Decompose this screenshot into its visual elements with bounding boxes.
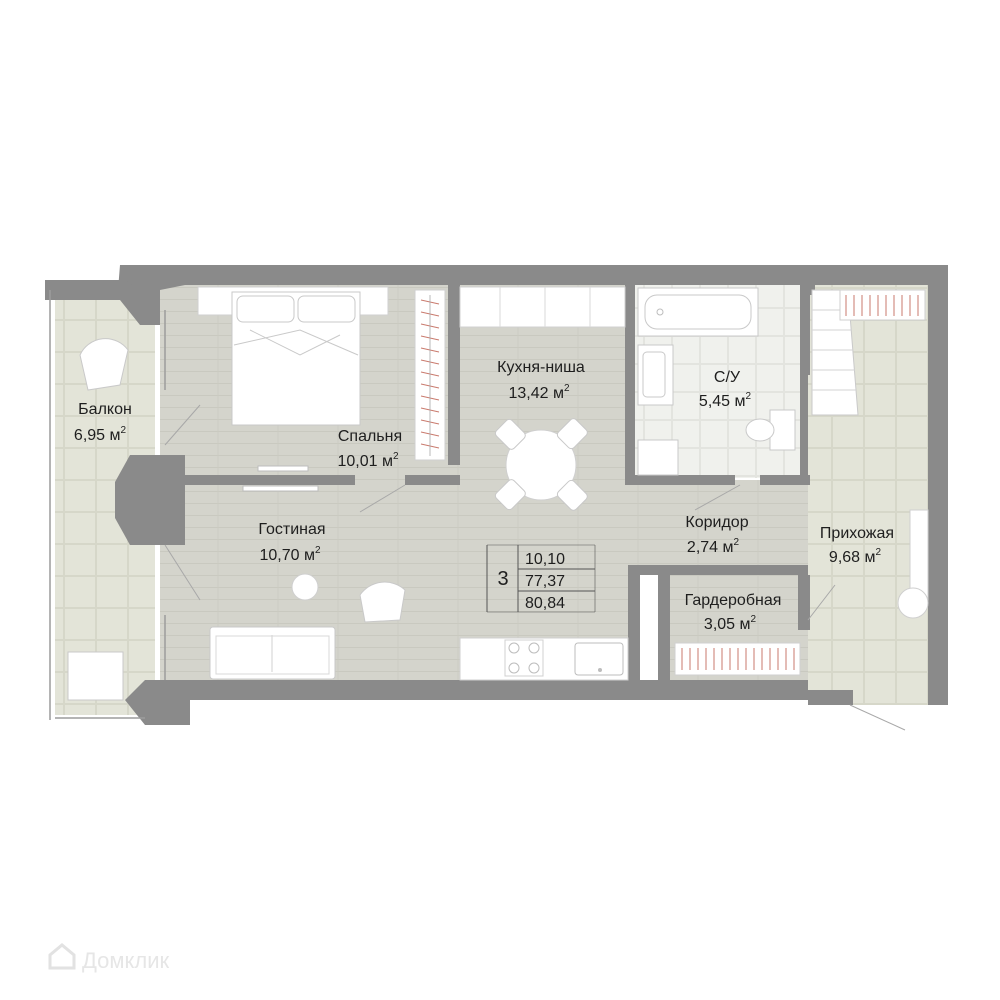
sink bbox=[637, 344, 674, 406]
bath-area: 5,45 м2 bbox=[699, 391, 752, 410]
living-name: Гостиная bbox=[258, 521, 325, 538]
home-icon bbox=[48, 943, 76, 970]
bedroom-area: 10,01 м2 bbox=[337, 451, 398, 470]
toilet bbox=[745, 409, 796, 451]
corridor-name: Коридор bbox=[685, 514, 748, 531]
total-area-with-balcony-value: 80,84 bbox=[525, 595, 565, 612]
living-area-value: 10,10 bbox=[525, 551, 565, 568]
washer bbox=[637, 439, 679, 476]
total-area-value: 77,37 bbox=[525, 573, 565, 590]
wardrobe-area: 3,05 м2 bbox=[704, 614, 757, 633]
armchair bbox=[359, 581, 406, 623]
balcony-name: Балкон bbox=[78, 401, 132, 418]
kitchen-upper-cabinets bbox=[459, 286, 626, 328]
corridor-floor bbox=[630, 480, 810, 568]
balcony-area: 6,95 м2 bbox=[74, 425, 127, 444]
watermark: Домклик bbox=[48, 943, 170, 973]
bed bbox=[197, 286, 389, 426]
wardrobe-bedroom bbox=[414, 289, 446, 461]
kitchen-area: 13,42 м2 bbox=[508, 383, 569, 402]
kitchen-name: Кухня-ниша bbox=[497, 359, 585, 376]
coffee-table bbox=[291, 573, 319, 601]
stairs bbox=[811, 289, 859, 416]
wardrobe-name: Гардеробная bbox=[685, 592, 782, 609]
balcony-chair bbox=[79, 338, 129, 391]
area-summary-table bbox=[486, 544, 596, 613]
kitchen-counter bbox=[459, 637, 629, 681]
bath-name: С/У bbox=[714, 369, 741, 386]
hall-bench bbox=[897, 509, 929, 619]
walls bbox=[45, 265, 948, 725]
tv bbox=[242, 465, 319, 492]
walk-in-rail bbox=[674, 642, 801, 676]
hall-name: Прихожая bbox=[820, 525, 894, 542]
bedroom-name: Спальня bbox=[338, 428, 402, 445]
balcony-table bbox=[67, 651, 124, 701]
dining-set bbox=[494, 418, 588, 511]
rooms-count: 3 bbox=[497, 568, 508, 590]
hall-wardrobe bbox=[839, 289, 926, 321]
watermark-text: Домклик bbox=[82, 948, 170, 973]
corridor-area: 2,74 м2 bbox=[687, 537, 740, 556]
living-area: 10,70 м2 bbox=[259, 545, 320, 564]
bathtub bbox=[637, 287, 759, 337]
sofa bbox=[209, 626, 336, 680]
door-swings bbox=[164, 404, 906, 731]
hall-area: 9,68 м2 bbox=[829, 547, 882, 566]
